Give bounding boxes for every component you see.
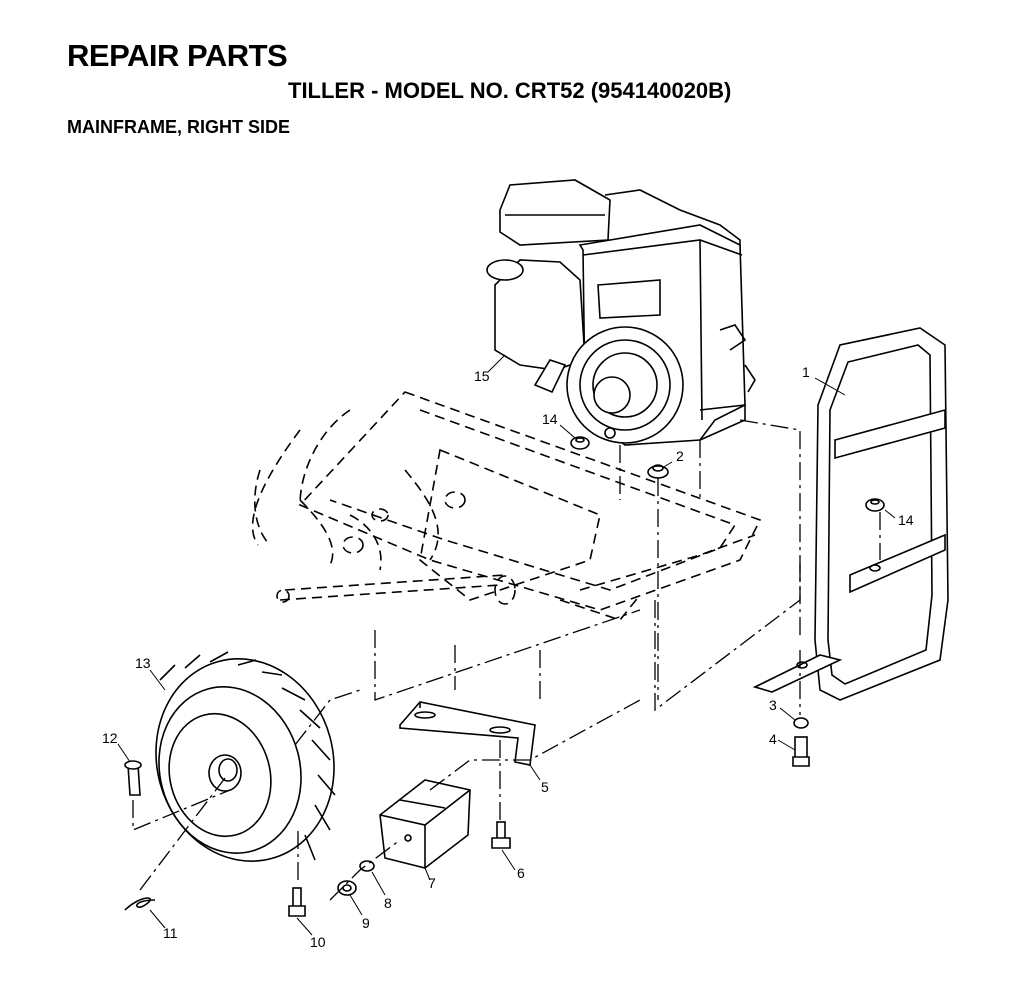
leader-lines [117, 354, 896, 936]
mainframe-dashed-icon [251, 391, 762, 621]
callout-13: 13 [135, 655, 151, 671]
callout-10: 10 [310, 934, 326, 950]
pin-icon [124, 760, 156, 911]
callout-4: 4 [769, 731, 777, 747]
callout-8: 8 [384, 895, 392, 911]
callout-12: 12 [102, 730, 118, 746]
callout-9: 9 [362, 915, 370, 931]
callout-14-engine: 14 [542, 411, 558, 427]
callout-11: 11 [163, 925, 178, 941]
callout-3: 3 [769, 697, 777, 713]
tire-wheel-icon [155, 651, 336, 862]
callout-15: 15 [474, 368, 490, 384]
bolt-icon [288, 821, 511, 917]
callout-14-handle: 14 [898, 512, 914, 528]
model-subtitle: TILLER - MODEL NO. CRT52 (954140020B) [288, 78, 732, 103]
callout-7: 7 [428, 875, 436, 891]
handle-bar-icon [752, 327, 949, 701]
page-title: REPAIR PARTS [67, 38, 288, 73]
section-title: MAINFRAME, RIGHT SIDE [67, 117, 290, 137]
assembly-lines [132, 419, 881, 901]
callout-2: 2 [676, 448, 684, 464]
callout-6: 6 [517, 865, 525, 881]
hardware-icon [570, 436, 885, 767]
weight-block-icon [379, 779, 471, 869]
bracket-icon [399, 701, 536, 766]
callout-1: 1 [802, 364, 810, 380]
callout-5: 5 [541, 779, 549, 795]
engine-icon [486, 179, 756, 446]
